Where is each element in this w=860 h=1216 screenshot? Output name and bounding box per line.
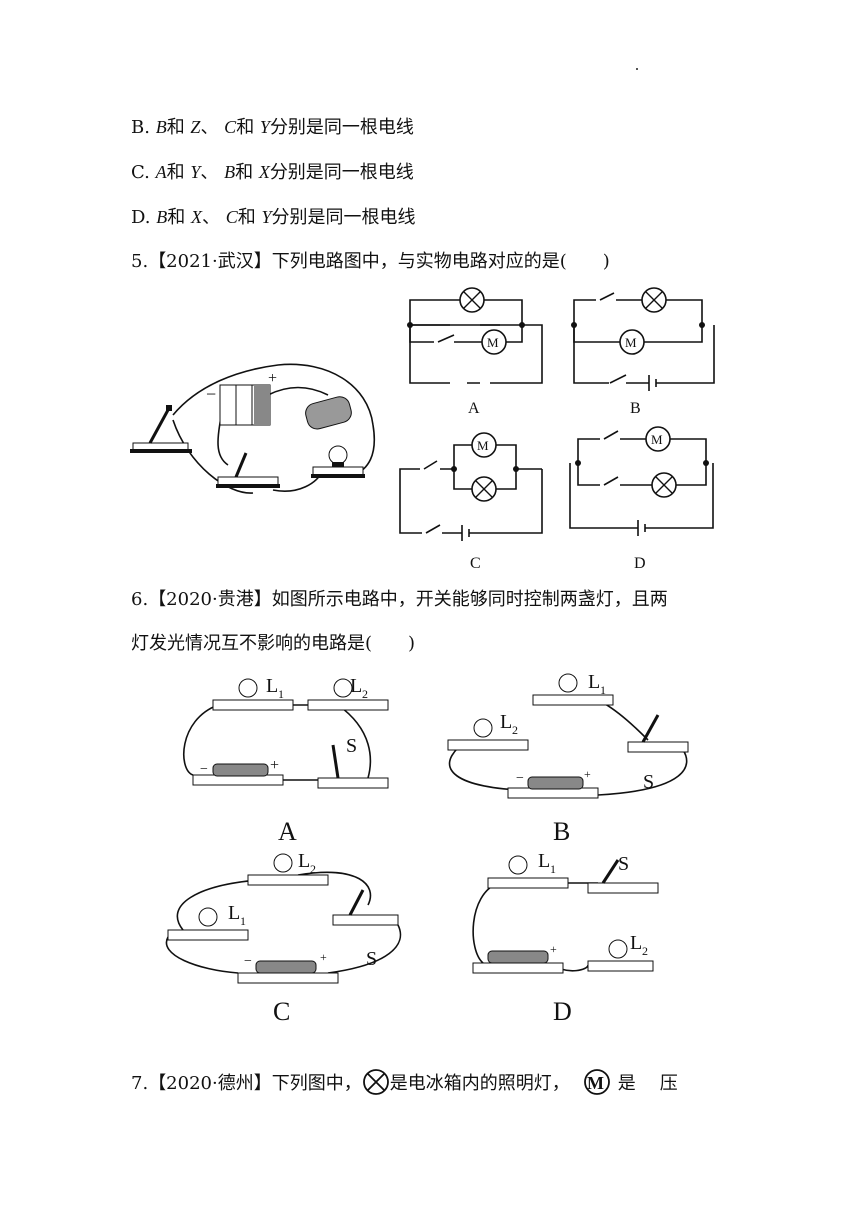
svg-text:+: + bbox=[268, 370, 277, 387]
svg-text:M: M bbox=[477, 438, 489, 453]
svg-text:S: S bbox=[346, 735, 357, 757]
battery-pack-icon: − + bbox=[206, 370, 277, 426]
svg-text:L: L bbox=[350, 675, 362, 697]
svg-text:L: L bbox=[228, 902, 240, 924]
motor-symbol-icon: M bbox=[583, 1069, 610, 1095]
svg-text:−: − bbox=[200, 762, 208, 777]
svg-text:+: + bbox=[550, 942, 557, 956]
svg-text:2: 2 bbox=[362, 687, 368, 701]
svg-text:D: D bbox=[634, 555, 646, 572]
question-5: 5.【2021·武汉】下列电路图中，与实物电路对应的是( ) bbox=[131, 251, 610, 272]
svg-text:+: + bbox=[320, 950, 327, 964]
svg-text:2: 2 bbox=[512, 723, 518, 737]
svg-text:1: 1 bbox=[240, 914, 246, 928]
option-c: C. A和 Y、 B和 X分别是同一根电线 bbox=[131, 162, 414, 183]
switch-icon bbox=[216, 452, 280, 488]
svg-text:S: S bbox=[618, 853, 629, 875]
svg-text:L: L bbox=[266, 675, 278, 697]
svg-text:L: L bbox=[630, 932, 642, 954]
svg-text:−: − bbox=[516, 771, 524, 786]
svg-text:−: − bbox=[206, 384, 216, 404]
question-6-line-1: 6.【2020·贵港】如图所示电路中，开关能够同时控制两盏灯，且两 bbox=[131, 589, 668, 610]
schematic-c: M C bbox=[399, 432, 543, 572]
svg-text:M: M bbox=[487, 335, 499, 350]
svg-text:M: M bbox=[587, 1073, 604, 1093]
schematic-a: M A bbox=[407, 287, 543, 417]
svg-text:+: + bbox=[270, 757, 279, 774]
q5-schematics: M A M B M C M D bbox=[399, 287, 715, 572]
svg-text:L: L bbox=[298, 850, 310, 872]
question-6-line-2: 灯发光情况互不影响的电路是( ) bbox=[131, 633, 416, 654]
lamp-symbol-icon bbox=[362, 1069, 389, 1095]
svg-text:M: M bbox=[625, 335, 637, 350]
svg-text:M: M bbox=[651, 432, 663, 447]
svg-text:2: 2 bbox=[310, 862, 316, 876]
schematic-d: M D bbox=[569, 426, 714, 572]
svg-text:1: 1 bbox=[600, 683, 606, 697]
option-d: D. B和 X、 C和 Y分别是同一根电线 bbox=[131, 207, 416, 228]
stray-dot bbox=[636, 68, 638, 70]
svg-text:S: S bbox=[643, 771, 654, 793]
svg-text:C: C bbox=[470, 555, 481, 572]
q5-physical-circuit: − + bbox=[130, 363, 376, 494]
svg-text:C: C bbox=[273, 997, 290, 1026]
schematic-b: M B bbox=[571, 287, 715, 417]
svg-text:L: L bbox=[500, 711, 512, 733]
motor-icon bbox=[305, 396, 352, 430]
svg-text:+: + bbox=[584, 767, 591, 781]
svg-text:S: S bbox=[366, 948, 377, 970]
svg-text:−: − bbox=[244, 954, 252, 969]
svg-text:A: A bbox=[468, 400, 480, 417]
svg-text:1: 1 bbox=[278, 687, 284, 701]
svg-text:A: A bbox=[278, 817, 297, 846]
svg-text:L: L bbox=[588, 671, 600, 693]
svg-text:L: L bbox=[538, 850, 550, 872]
svg-text:D: D bbox=[553, 997, 572, 1026]
option-b: B. B和 Z、 C和 Y分别是同一根电线 bbox=[131, 117, 414, 138]
svg-text:B: B bbox=[553, 817, 570, 846]
svg-text:2: 2 bbox=[642, 944, 648, 958]
svg-text:1: 1 bbox=[550, 862, 556, 876]
svg-text:B: B bbox=[630, 400, 641, 417]
bulb-icon bbox=[311, 445, 365, 478]
